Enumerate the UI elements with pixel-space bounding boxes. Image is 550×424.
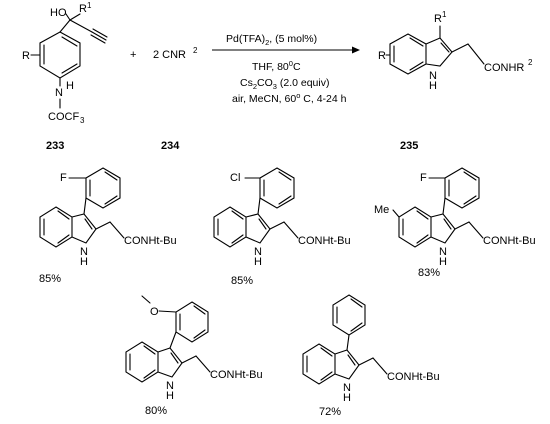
indole-pyrrole-ring — [71, 213, 97, 244]
example-methoxyphenyl: O N H CONHt-Bu 80% — [125, 295, 263, 417]
svg-text:N: N — [439, 246, 447, 258]
svg-text:H: H — [343, 392, 351, 404]
yield-label: 85% — [39, 273, 61, 285]
aryl-ring — [332, 294, 366, 336]
indole-pyrrole-ring — [334, 349, 360, 380]
isocyanide-label: 2 CNR — [153, 49, 186, 61]
svg-text:1: 1 — [87, 1, 92, 10]
compound-label-235: 235 — [400, 140, 418, 152]
indole-benzene-ring — [398, 206, 432, 248]
svg-text:N: N — [80, 246, 88, 258]
svg-text:H: H — [166, 390, 174, 402]
svg-text:2: 2 — [193, 46, 198, 55]
product-r-label: R — [378, 50, 386, 62]
svg-text:H: H — [80, 256, 88, 268]
compound-label-234: 234 — [161, 140, 180, 152]
methyl-label: Me — [374, 204, 389, 216]
plus-sign: + — [130, 49, 136, 61]
product-nitrogen-label: N — [429, 70, 437, 82]
indole-benzene-ring — [389, 33, 427, 75]
yield-label: 83% — [418, 267, 440, 279]
yield-label: 72% — [319, 406, 341, 418]
nitrogen-label: N — [55, 87, 63, 99]
indole-benzene-ring — [125, 341, 159, 383]
aryl-ring — [444, 167, 480, 209]
indole-pyrrole-ring — [245, 213, 271, 244]
benzene-ring — [39, 31, 81, 79]
reaction-conditions: Pd(TFA)2, (5 mol%) THF, 800C Cs2CO3 (2.0… — [212, 33, 360, 105]
amide-label: CONHt-Bu — [387, 371, 440, 383]
svg-text:H: H — [439, 256, 447, 268]
hydrogen-label: H — [66, 80, 74, 92]
yield-label: 85% — [231, 275, 253, 287]
example-fluorophenyl-methyl: F Me N H CONHt-Bu 83% — [374, 167, 536, 279]
indole-pyrrole-ring — [425, 37, 453, 67]
catalyst-text: Pd(TFA)2, (5 mol%) — [226, 33, 317, 47]
svg-text:3: 3 — [80, 116, 85, 125]
example-fluorophenyl: F N H CONHt-Bu 85% — [39, 167, 177, 285]
base-text: Cs2CO3 (2.0 equiv) — [240, 77, 329, 91]
indole-benzene-ring — [302, 343, 336, 385]
fluoro-label: F — [60, 172, 67, 184]
aryl-ring — [259, 167, 295, 209]
hydroxyl-label: HO — [50, 7, 67, 19]
svg-text:N: N — [343, 382, 351, 394]
indole-pyrrole-ring — [157, 347, 183, 378]
indole-pyrrole-ring — [430, 213, 456, 244]
amide-label: CONHt-Bu — [210, 369, 263, 381]
reactant-233: R HO R 1 N H COCF 3 233 — [22, 1, 108, 152]
r1-label: R — [79, 3, 87, 15]
svg-text:2: 2 — [528, 58, 533, 67]
r-label: R — [22, 50, 30, 62]
arrow-head — [352, 46, 360, 54]
reactant-234: 2 CNR 2 234 — [153, 46, 198, 152]
amide-label: CONHt-Bu — [483, 235, 536, 247]
svg-text:1: 1 — [442, 10, 447, 19]
amide-label: CONHt-Bu — [124, 235, 177, 247]
indole-benzene-ring — [39, 206, 73, 248]
example-phenyl: N H CONHt-Bu 72% — [302, 294, 440, 418]
temperature-time-text: air, MeCN, 60o C, 4-24 h — [232, 91, 347, 105]
fluoro-label: F — [420, 172, 427, 184]
chloro-label: Cl — [230, 172, 240, 184]
yield-label: 80% — [145, 405, 167, 417]
product-hydrogen-label: H — [429, 80, 437, 92]
amide-label: CONHt-Bu — [298, 235, 351, 247]
svg-text:N: N — [166, 380, 174, 392]
solvent-text: THF, 800C — [252, 59, 301, 73]
aryl-ring — [85, 167, 121, 209]
product-r1-label: R — [434, 13, 442, 25]
product-235: R R 1 N H CONHR 2 235 — [378, 10, 533, 152]
product-amide-label: CONHR — [484, 62, 524, 74]
compound-label-233: 233 — [46, 140, 64, 152]
aryl-ring — [175, 301, 209, 343]
svg-text:H: H — [254, 256, 262, 268]
methoxy-oxygen-label: O — [150, 306, 159, 318]
trifluoroacetyl-label: COCF — [48, 111, 79, 123]
example-chlorophenyl: Cl N H CONHt-Bu 85% — [213, 167, 351, 287]
svg-text:N: N — [254, 246, 262, 258]
indole-benzene-ring — [213, 206, 247, 248]
